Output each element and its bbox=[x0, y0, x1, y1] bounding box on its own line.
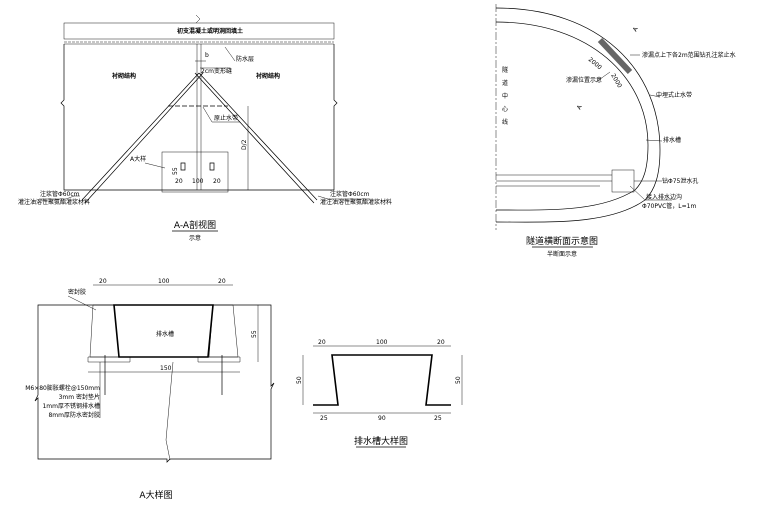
side-ditch-label: 接入排水边沟 bbox=[646, 193, 682, 201]
tunnel-section-subtitle: 半断面示意 bbox=[547, 250, 577, 258]
centerline-label: 隧 道 中 心 线 bbox=[502, 66, 508, 126]
dim-top-mid: 100 bbox=[376, 339, 388, 346]
channel-detail: 20 100 20 50 50 25 90 25 排水槽大样图 bbox=[296, 339, 463, 448]
section-aa-title: A-A剖视图 bbox=[174, 219, 216, 231]
leak-location-label: 渗漏位置示意 bbox=[566, 76, 602, 84]
tunnel-inner bbox=[495, 21, 649, 191]
dim-bot-right: 25 bbox=[434, 415, 442, 422]
dim-20-left: 20 bbox=[99, 278, 107, 285]
dim-20-left: 20 bbox=[175, 178, 183, 185]
note-gasket: 3mm 密封垫片 bbox=[59, 393, 100, 401]
drain-channel-label: 排水槽 bbox=[663, 136, 681, 144]
note-stainless-channel: 1mm厚不锈钢排水槽 bbox=[42, 402, 100, 410]
side-ditch bbox=[611, 169, 635, 193]
sealant-label: 密封胶 bbox=[68, 288, 86, 296]
detail-a-ref: A大样 bbox=[130, 155, 146, 163]
note-sealant: 8mm厚防水密封胶 bbox=[48, 411, 100, 419]
channel-label: 排水槽 bbox=[156, 330, 174, 338]
grout-pipe-left-label: 注浆管Φ60cm bbox=[40, 190, 80, 198]
channel bbox=[113, 304, 214, 358]
tunnel-outer bbox=[495, 7, 661, 223]
half-d-label: D/2 bbox=[241, 139, 248, 150]
lining-right-label: 衬砌结构 bbox=[255, 72, 280, 80]
deformation-joint-label: 2cm变形缝 bbox=[201, 67, 232, 75]
detail-a: 排水槽 密封胶 20 100 20 55 150 M6×80膨胀螺栓@150mm… bbox=[25, 278, 275, 501]
drain-hole-label: 钻Φ75泄水孔 bbox=[662, 177, 698, 185]
dim-top-right: 20 bbox=[437, 339, 445, 346]
top-fill-hatch bbox=[63, 22, 335, 40]
tunnel-section: 隧 道 中 心 线 A A 2000 2000 渗漏位置示意 渗漏点上下各2m范… bbox=[495, 4, 736, 258]
dim-100: 100 bbox=[158, 278, 170, 285]
dim-20-right: 20 bbox=[213, 178, 221, 185]
section-aa: 初支混凝土或明洞回填土 b 2cm变形缝 防水层 衬砌结构 衬砌结构 原止水带 … bbox=[18, 14, 392, 242]
dim-height-left: 50 bbox=[296, 376, 303, 384]
svg-text:心: 心 bbox=[502, 106, 508, 113]
sealant-right bbox=[208, 304, 239, 358]
svg-text:隧: 隧 bbox=[502, 66, 508, 74]
dim-55: 55 bbox=[251, 330, 258, 338]
grout-material-left-label: 灌注油溶性聚氨酯灌浆材料 bbox=[18, 198, 90, 206]
dim-55: 55 bbox=[172, 167, 179, 175]
lining-left-label: 衬砌结构 bbox=[111, 72, 136, 80]
svg-text:道: 道 bbox=[502, 79, 508, 87]
grout-pipe-left bbox=[81, 72, 204, 204]
grout-pipe-right-label: 注浆管Φ60cm bbox=[330, 190, 370, 198]
dim-bot-left: 25 bbox=[320, 415, 328, 422]
grout-material-right-label: 灌注油溶性聚氨酯灌浆材料 bbox=[320, 198, 392, 206]
section-mark-bottom: A bbox=[576, 103, 585, 111]
width-b-label: b bbox=[205, 52, 209, 59]
pvc-pipe-label: Φ70PVC管，L=1m bbox=[642, 202, 696, 210]
waterstop-label: 原止水带 bbox=[214, 114, 238, 122]
detail-a-title: A大样图 bbox=[139, 489, 172, 501]
top-fill-label: 初支混凝土或明洞回填土 bbox=[177, 27, 243, 35]
dim-2000-a: 2000 bbox=[587, 56, 603, 71]
note-anchor-bolt: M6×80膨胀螺栓@150mm bbox=[25, 384, 100, 392]
detail-a-outline bbox=[34, 304, 275, 463]
dim-100: 100 bbox=[192, 178, 204, 185]
channel-profile bbox=[313, 354, 451, 406]
channel-detail-title: 排水槽大样图 bbox=[354, 435, 408, 447]
dim-top-left: 20 bbox=[318, 339, 326, 346]
grout-zone bbox=[597, 37, 633, 75]
waterproof-layer-label: 防水层 bbox=[236, 55, 254, 63]
dim-bot-mid: 90 bbox=[378, 415, 386, 422]
buried-waterstop-label: 中埋式止水带 bbox=[656, 91, 692, 99]
svg-text:中: 中 bbox=[502, 92, 508, 100]
section-aa-subtitle: 示意 bbox=[189, 234, 201, 242]
detail-a-callout bbox=[161, 151, 229, 193]
tunnel-section-title: 隧道横断面示意图 bbox=[526, 235, 598, 247]
dim-20-right: 20 bbox=[218, 278, 226, 285]
lining-outline bbox=[60, 44, 338, 191]
grout-range-label: 渗漏点上下各2m范围钻孔注浆止水 bbox=[642, 51, 736, 59]
dim-2000-b: 2000 bbox=[609, 73, 623, 90]
svg-text:线: 线 bbox=[502, 118, 508, 126]
section-mark-top: A bbox=[632, 25, 641, 33]
dim-150: 150 bbox=[160, 365, 172, 372]
dim-height-right: 50 bbox=[455, 376, 462, 384]
grout-pipe-right bbox=[194, 72, 318, 204]
